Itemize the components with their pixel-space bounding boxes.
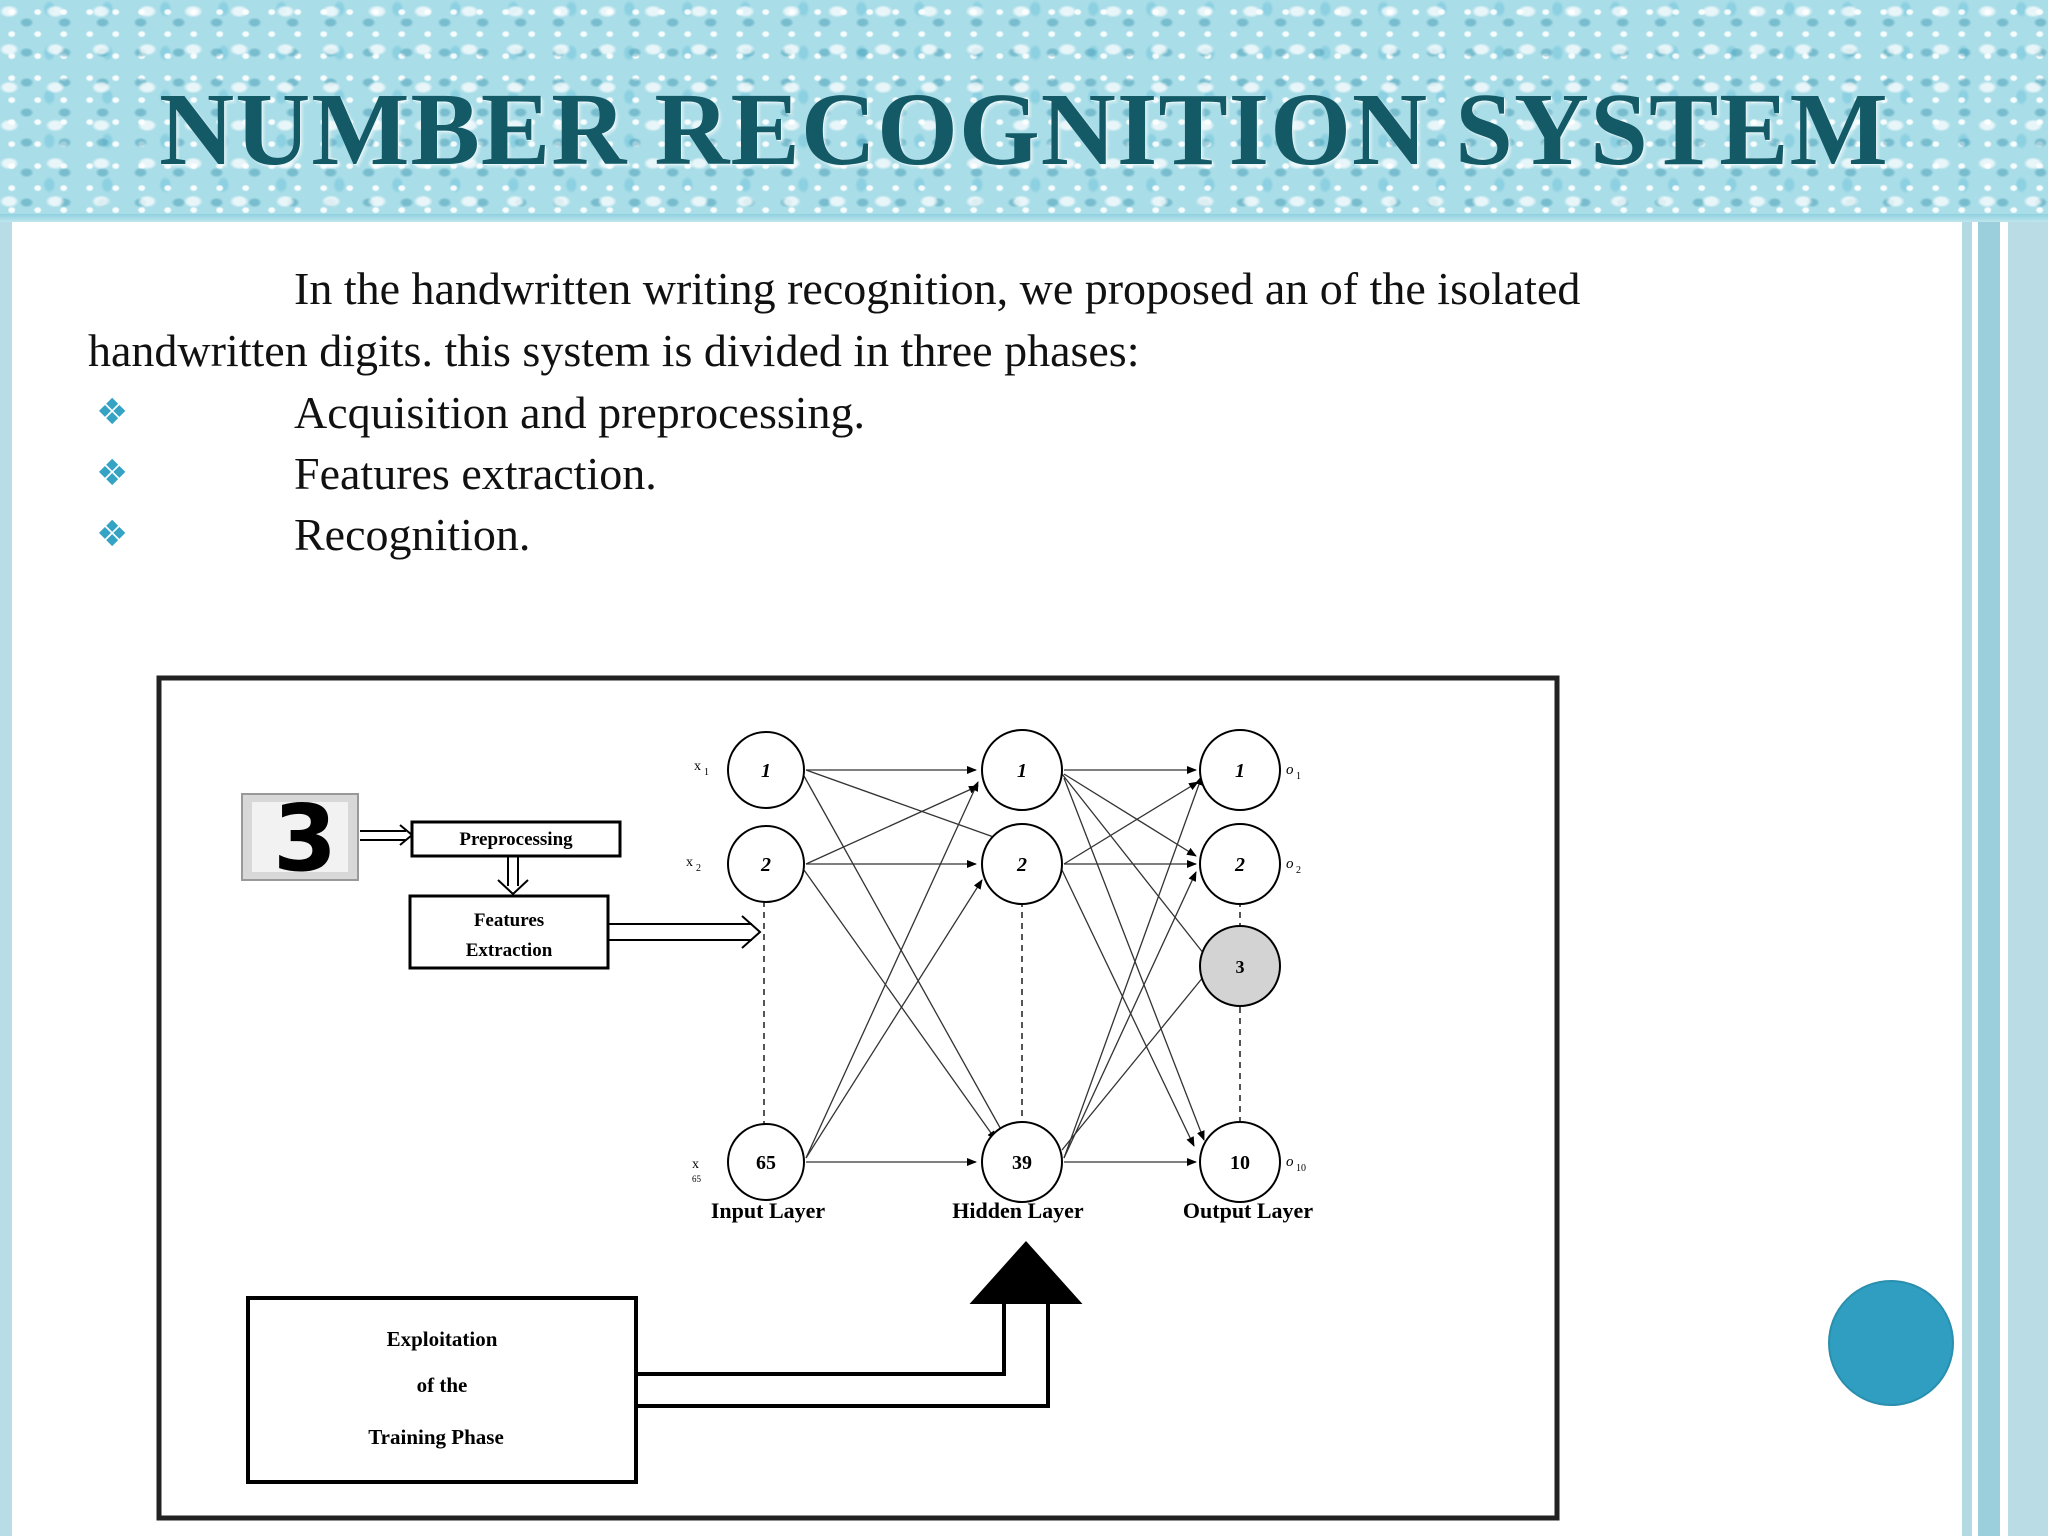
slide-title: NUMBER RECOGNITION SYSTEM — [159, 72, 1889, 187]
node-label: 39 — [1012, 1152, 1032, 1174]
features-extraction-box — [408, 894, 610, 970]
diamond-cluster-icon: ❖ — [96, 514, 129, 555]
output-var-label: o — [1286, 856, 1294, 872]
hidden-layer-label: Hidden Layer — [952, 1198, 1084, 1223]
output-layer-nodes: 1 2 3 10 o 1 o 2 o 10 — [1199, 729, 1306, 1203]
right-border-strip — [1962, 222, 1972, 1536]
exploitation-label-line-2: of the — [417, 1373, 468, 1397]
right-border-line — [2000, 222, 2008, 1536]
digit-glyph: 3 — [273, 785, 337, 892]
input-var-subscript: 2 — [696, 863, 701, 874]
exploitation-label-line-1: Exploitation — [387, 1327, 498, 1351]
right-border-strip — [2008, 222, 2048, 1536]
node-label: 2 — [760, 854, 771, 876]
output-var-subscript: 2 — [1296, 865, 1301, 876]
node-label: 1 — [1235, 760, 1245, 782]
intro-text-line-1: In the handwritten writing recognition, … — [294, 263, 1581, 314]
network-node — [1199, 823, 1281, 905]
diamond-cluster-icon: ❖ — [96, 453, 129, 494]
network-node — [727, 1123, 805, 1201]
intro-text-line-2: handwritten digits. this system is divid… — [88, 325, 1140, 376]
network-node — [727, 731, 805, 809]
features-label-line-2: Extraction — [466, 940, 553, 961]
header-divider — [0, 214, 2048, 222]
output-var-subscript: 10 — [1296, 1163, 1306, 1174]
output-var-label: o — [1286, 1154, 1294, 1170]
exploitation-label-line-3: Training Phase — [368, 1425, 504, 1449]
digit-image: 3 — [241, 785, 359, 892]
node-label: 2 — [1016, 854, 1027, 876]
arrow-to-features — [497, 856, 529, 896]
input-var-subscript: 1 — [704, 767, 709, 778]
input-var-label: x — [694, 759, 701, 774]
exploitation-box — [246, 1296, 638, 1484]
input-layer-nodes: 1 2 65 x 1 x 2 x 65 — [686, 731, 805, 1201]
network-node — [981, 1121, 1063, 1203]
network-node — [981, 729, 1063, 811]
preprocessing-box — [410, 820, 622, 858]
network-node — [1199, 1121, 1281, 1203]
input-var-label: x — [692, 1157, 699, 1172]
bullet-text: Acquisition and preprocessing. — [294, 387, 866, 438]
node-label: 65 — [756, 1152, 776, 1174]
right-border-line — [1972, 222, 1978, 1536]
arrow-to-input-layer — [608, 915, 762, 949]
output-layer-label: Output Layer — [1183, 1198, 1313, 1223]
diamond-cluster-icon: ❖ — [96, 392, 129, 433]
network-node — [981, 823, 1063, 905]
preprocessing-label: Preprocessing — [459, 829, 573, 850]
input-layer-label: Input Layer — [711, 1198, 826, 1223]
training-feedback-arrow — [636, 1241, 1083, 1408]
output-var-subscript: 1 — [1296, 771, 1301, 782]
network-node — [1199, 729, 1281, 811]
neural-network-diagram: 3 Preprocessing Features Extraction — [156, 675, 1560, 1521]
network-node-highlighted — [1199, 925, 1281, 1007]
node-label: 1 — [761, 760, 771, 782]
slide-header-background — [0, 0, 2048, 222]
node-label: 1 — [1017, 760, 1027, 782]
node-label: 2 — [1234, 854, 1245, 876]
bullet-text: Recognition. — [294, 509, 531, 560]
network-node — [727, 825, 805, 903]
right-border-strip — [1978, 222, 2000, 1536]
node-label: 3 — [1236, 957, 1245, 977]
left-border-strip — [0, 222, 12, 1536]
node-label: 10 — [1230, 1152, 1250, 1174]
input-var-subscript: 65 — [692, 1174, 702, 1184]
nav-circle-button[interactable] — [1828, 1280, 1954, 1406]
network-connections — [803, 766, 1205, 1166]
bullet-text: Features extraction. — [294, 448, 657, 499]
input-var-label: x — [686, 855, 693, 870]
hidden-layer-nodes: 1 2 39 — [981, 729, 1063, 1203]
output-var-label: o — [1286, 762, 1294, 778]
layer-dashed-links — [763, 890, 1241, 1136]
features-label-line-1: Features — [474, 910, 544, 931]
